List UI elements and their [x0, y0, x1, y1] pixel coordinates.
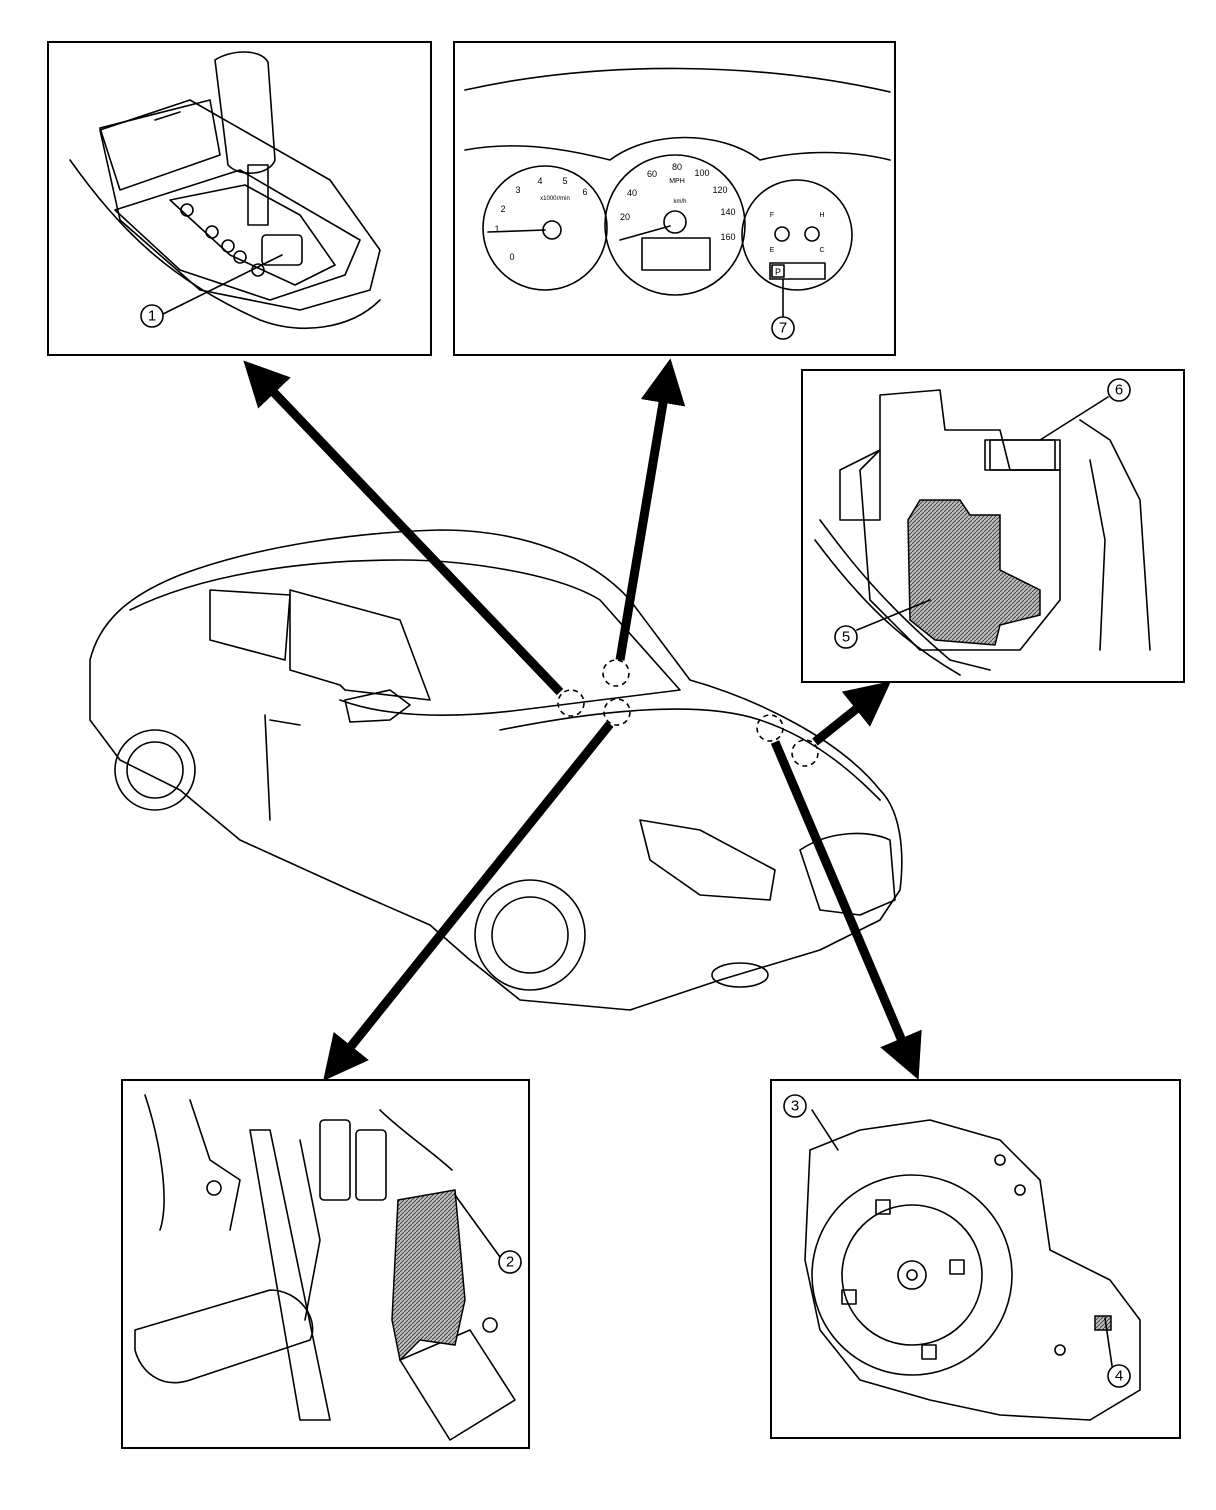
side-mirror: [344, 689, 411, 723]
locator-combination-meter: [602, 659, 630, 687]
speed-tick: 20: [620, 212, 630, 222]
fuel-full-label: F: [770, 212, 774, 219]
fuel-temp-gauge: [741, 179, 853, 291]
temp-hot-label: H: [819, 212, 824, 219]
callout-2: 2: [498, 1250, 522, 1274]
transaxle-drawing: [804, 1109, 1141, 1421]
locator-shift-lever: [557, 689, 585, 717]
speed-unit: MPH: [669, 178, 685, 185]
speed-tick: 60: [647, 169, 657, 179]
panel-pedal-switch: 2: [121, 1079, 530, 1449]
svg-text:6: 6: [1115, 382, 1123, 399]
shift-position-indicator: P: [775, 267, 781, 277]
arrow-to-pedal-switch: [323, 721, 614, 1082]
speed-tick: 100: [694, 168, 709, 178]
shift-lever-drawing: [69, 51, 381, 329]
svg-text:3: 3: [791, 1098, 799, 1115]
callout-4: 4: [1107, 1364, 1131, 1388]
tachometer: [482, 165, 608, 291]
svg-text:1: 1: [148, 308, 156, 325]
locator-pedal-switch: [603, 698, 631, 726]
callout-6: 6: [1107, 378, 1131, 402]
pedal-drawing: [134, 1094, 516, 1441]
panel-combination-meter: 0 1 2 3 4 5 6 x1000r/min 20 40 60 80 100…: [453, 41, 896, 356]
arrow-to-control-module: [812, 681, 892, 746]
fuel-empty-label: E: [770, 247, 775, 254]
svg-text:4: 4: [1115, 1368, 1123, 1385]
vehicle-drawing: [89, 529, 903, 1011]
tach-tick: 5: [562, 176, 567, 186]
tach-tick: 4: [537, 176, 542, 186]
callout-3: 3: [783, 1094, 807, 1118]
control-module-drawing: [814, 389, 1151, 676]
fuel-temp-labels: F E H C P: [770, 212, 825, 277]
fog-lamp: [711, 962, 769, 988]
speedometer-labels: 20 40 60 80 100 120 140 160 MPH km/h: [620, 162, 736, 242]
temp-cold-label: C: [819, 247, 824, 254]
callout-7: 7: [771, 316, 795, 340]
locator-transaxle: [756, 714, 784, 742]
panel-shift-lever: 1: [47, 41, 432, 356]
callout-1: 1: [140, 304, 164, 328]
torque-converter: [841, 1204, 983, 1346]
torque-converter-housing: [811, 1174, 1013, 1376]
leader-arrows: [243, 358, 922, 1082]
speed-tick: 120: [712, 185, 727, 195]
arrow-to-transaxle: [770, 740, 922, 1080]
tach-tick: 6: [582, 187, 587, 197]
tach-tick: 1: [494, 224, 499, 234]
combination-meter-drawing: [464, 67, 891, 296]
speedometer: [604, 154, 746, 296]
svg-text:7: 7: [779, 320, 787, 337]
speed-tick: 160: [720, 232, 735, 242]
tach-tick: 2: [500, 204, 505, 214]
arrow-to-combination-meter: [615, 358, 686, 661]
speed-tick: 40: [627, 188, 637, 198]
svg-text:2: 2: [506, 1254, 514, 1271]
headlamp: [639, 819, 776, 901]
speed-subunit: km/h: [673, 199, 686, 205]
speed-tick: 80: [672, 162, 682, 172]
locator-control-module: [791, 739, 819, 767]
tachometer-labels: 0 1 2 3 4 5 6 x1000r/min: [494, 176, 587, 262]
callout-5: 5: [834, 625, 858, 649]
tach-unit: x1000r/min: [540, 196, 570, 202]
tach-tick: 3: [515, 185, 520, 195]
svg-text:5: 5: [842, 629, 850, 646]
tach-tick: 0: [509, 252, 514, 262]
panel-transaxle-control: 6 5: [801, 369, 1185, 683]
arrow-to-shift-lever: [243, 360, 564, 696]
panel-transaxle: 3 4: [770, 1079, 1181, 1439]
speed-tick: 140: [720, 207, 735, 217]
